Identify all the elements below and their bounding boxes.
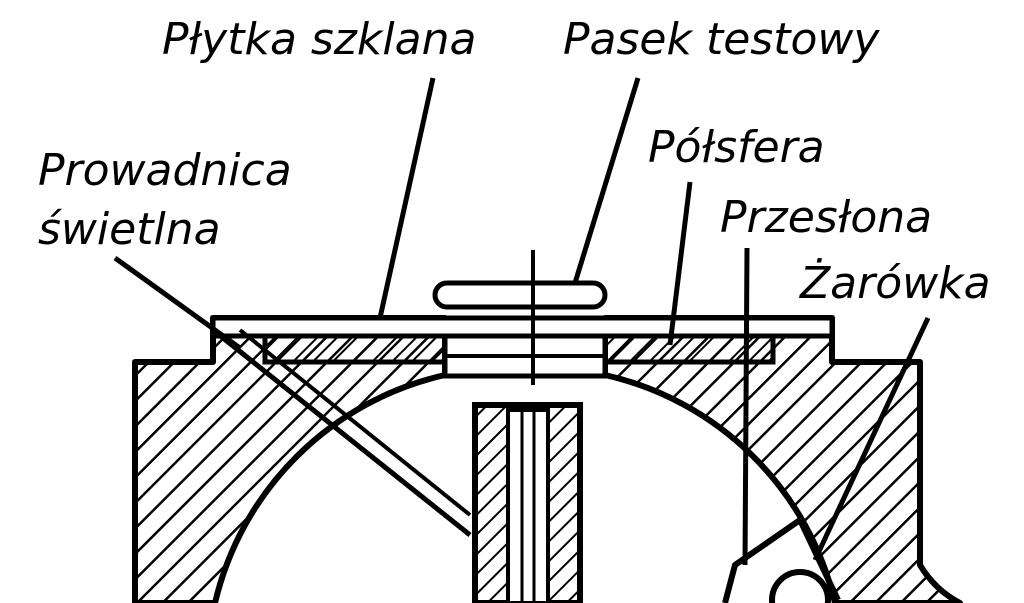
- label-bulb: Żarówka: [800, 258, 991, 309]
- bulb: [769, 569, 831, 603]
- leader-bulb: [812, 316, 931, 562]
- leader-hemisphere: [667, 181, 693, 346]
- label-aperture: Przesłona: [720, 192, 933, 243]
- leader-test-strip: [572, 77, 641, 284]
- aperture-plate: [722, 517, 841, 603]
- label-test-strip: Pasek testowy: [563, 14, 880, 65]
- hemisphere-rim-left: [262, 333, 448, 365]
- label-hemisphere: Półsfera: [648, 122, 825, 173]
- test-strip: [432, 280, 608, 310]
- light-guide-channel: [211, 328, 472, 537]
- leader-glass-plate: [377, 77, 436, 319]
- glass-plate: [210, 315, 835, 339]
- label-glass-plate: Płytka szklana: [162, 14, 477, 65]
- leader-aperture: [742, 247, 750, 566]
- leader-light-guide: [113, 255, 242, 351]
- label-light-guide-line1: Prowadnica: [38, 145, 292, 196]
- label-light-guide-line2: świetlna: [38, 204, 221, 255]
